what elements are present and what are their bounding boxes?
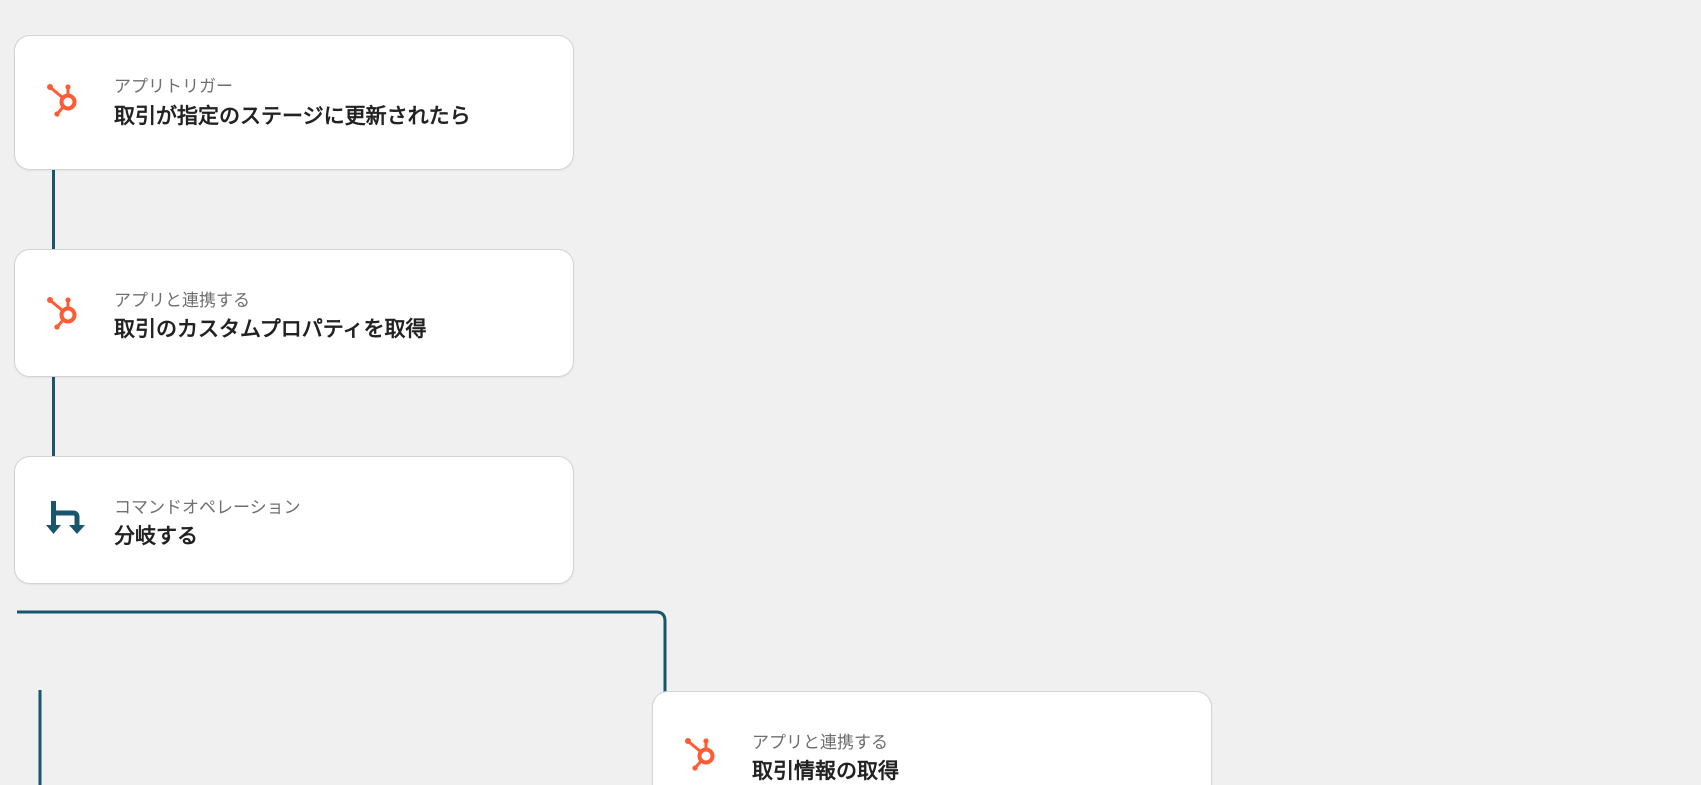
hubspot-icon: [683, 734, 723, 774]
step-title: 取引情報の取得: [752, 759, 899, 783]
hubspot-icon: [45, 293, 85, 333]
step-title: 取引のカスタムプロパティを取得: [114, 317, 427, 341]
branch-icon: [45, 499, 85, 539]
flow-step-get-custom-properties[interactable]: アプリと連携する 取引のカスタムプロパティを取得: [14, 249, 574, 377]
flow-step-trigger[interactable]: アプリトリガー 取引が指定のステージに更新されたら: [14, 35, 574, 170]
flow-step-branch[interactable]: コマンドオペレーション 分岐する: [14, 456, 574, 584]
step-subtitle: コマンドオペレーション: [114, 498, 301, 518]
step-title: 取引が指定のステージに更新されたら: [114, 104, 471, 128]
hubspot-icon: [45, 80, 85, 120]
flow-step-get-deal-info[interactable]: アプリと連携する 取引情報の取得: [652, 691, 1212, 785]
step-subtitle: アプリと連携する: [752, 733, 888, 753]
connector-line: [52, 170, 55, 250]
step-title: 分岐する: [114, 524, 198, 548]
step-subtitle: アプリと連携する: [114, 291, 250, 311]
step-subtitle: アプリトリガー: [114, 77, 233, 97]
connector-line: [52, 377, 55, 457]
